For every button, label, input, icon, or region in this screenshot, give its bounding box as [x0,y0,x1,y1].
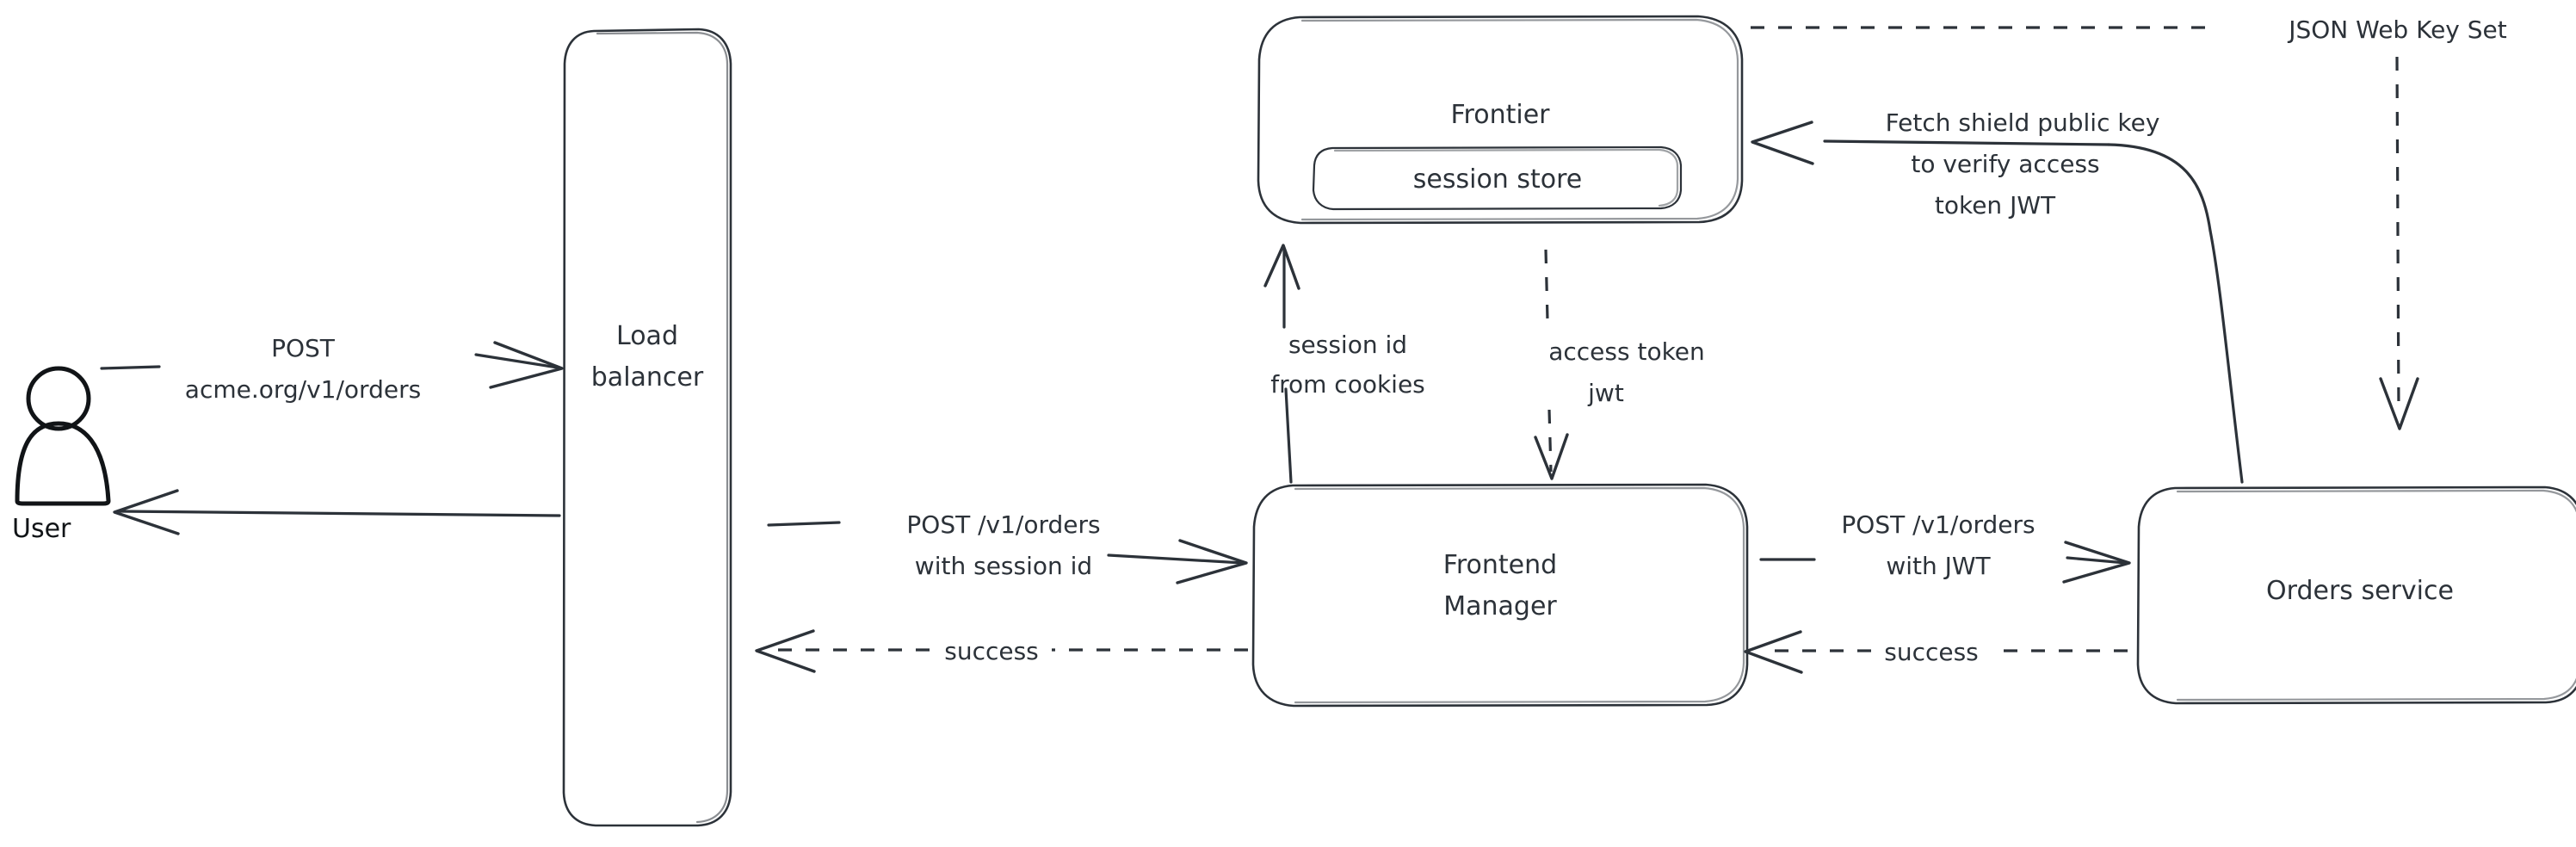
edge-label-orders-to-fm: success [1884,638,1979,666]
load-balancer-label-line2: balancer [591,362,704,393]
edge-label-fm-to-orders-2: with JWT [1886,552,1991,580]
frontend-manager-label-line2: Manager [1443,591,1557,621]
session-store-node[interactable] [1312,145,1683,211]
orders-service-node[interactable] [2136,485,2576,705]
edge-label-fm-to-lb: success [944,637,1039,665]
frontend-manager-node[interactable] [1251,483,1749,708]
edge-label-fm-to-frontier-2: from cookies [1270,370,1425,399]
edge-lb-to-frontend-manager [767,521,1248,584]
edge-label-lb-to-fm-2: with session id [915,552,1092,580]
edge-label-frontier-to-fm-2: jwt [1587,379,1624,407]
edge-orders-to-frontier [1751,121,2244,484]
edge-frontend-manager-to-lb [755,629,1248,673]
orders-service-label: Orders service [2266,576,2454,606]
edge-load-balancer-to-user [113,489,561,535]
edge-label-frontier-to-orders: JSON Web Key Set [2287,15,2507,44]
edge-label-orders-to-frontier-2: to verify access [1911,150,2099,178]
edge-label-user-to-lb-1: POST [271,334,336,362]
load-balancer-label-line1: Load [616,321,678,351]
edge-label-frontier-to-fm-1: access token [1548,337,1705,366]
edge-label-orders-to-frontier-1: Fetch shield public key [1886,108,2160,137]
edge-label-lb-to-fm-1: POST /v1/orders [906,510,1100,539]
edge-label-fm-to-orders-1: POST /v1/orders [1841,510,2035,539]
frontier-label: Frontier [1450,100,1550,130]
edge-frontier-to-orders [1751,26,2419,430]
edge-label-orders-to-frontier-3: token JWT [1935,191,2056,219]
edge-frontier-to-frontend-manager [1534,249,1569,480]
edge-label-user-to-lb-2: acme.org/v1/orders [185,375,421,404]
edge-orders-to-frontend-manager [1744,630,2128,674]
edge-label-fm-to-frontier-1: session id [1288,331,1407,359]
session-store-label: session store [1413,164,1582,195]
frontier-node[interactable] [1257,15,1744,225]
edge-frontend-manager-to-frontier [1263,244,1300,484]
edge-user-to-load-balancer [100,341,564,389]
user-actor-icon [15,366,111,506]
user-label: User [12,514,71,544]
frontend-manager-label-line1: Frontend [1443,550,1557,580]
load-balancer-node[interactable] [562,28,732,827]
edge-frontend-manager-to-orders [1759,541,2131,584]
